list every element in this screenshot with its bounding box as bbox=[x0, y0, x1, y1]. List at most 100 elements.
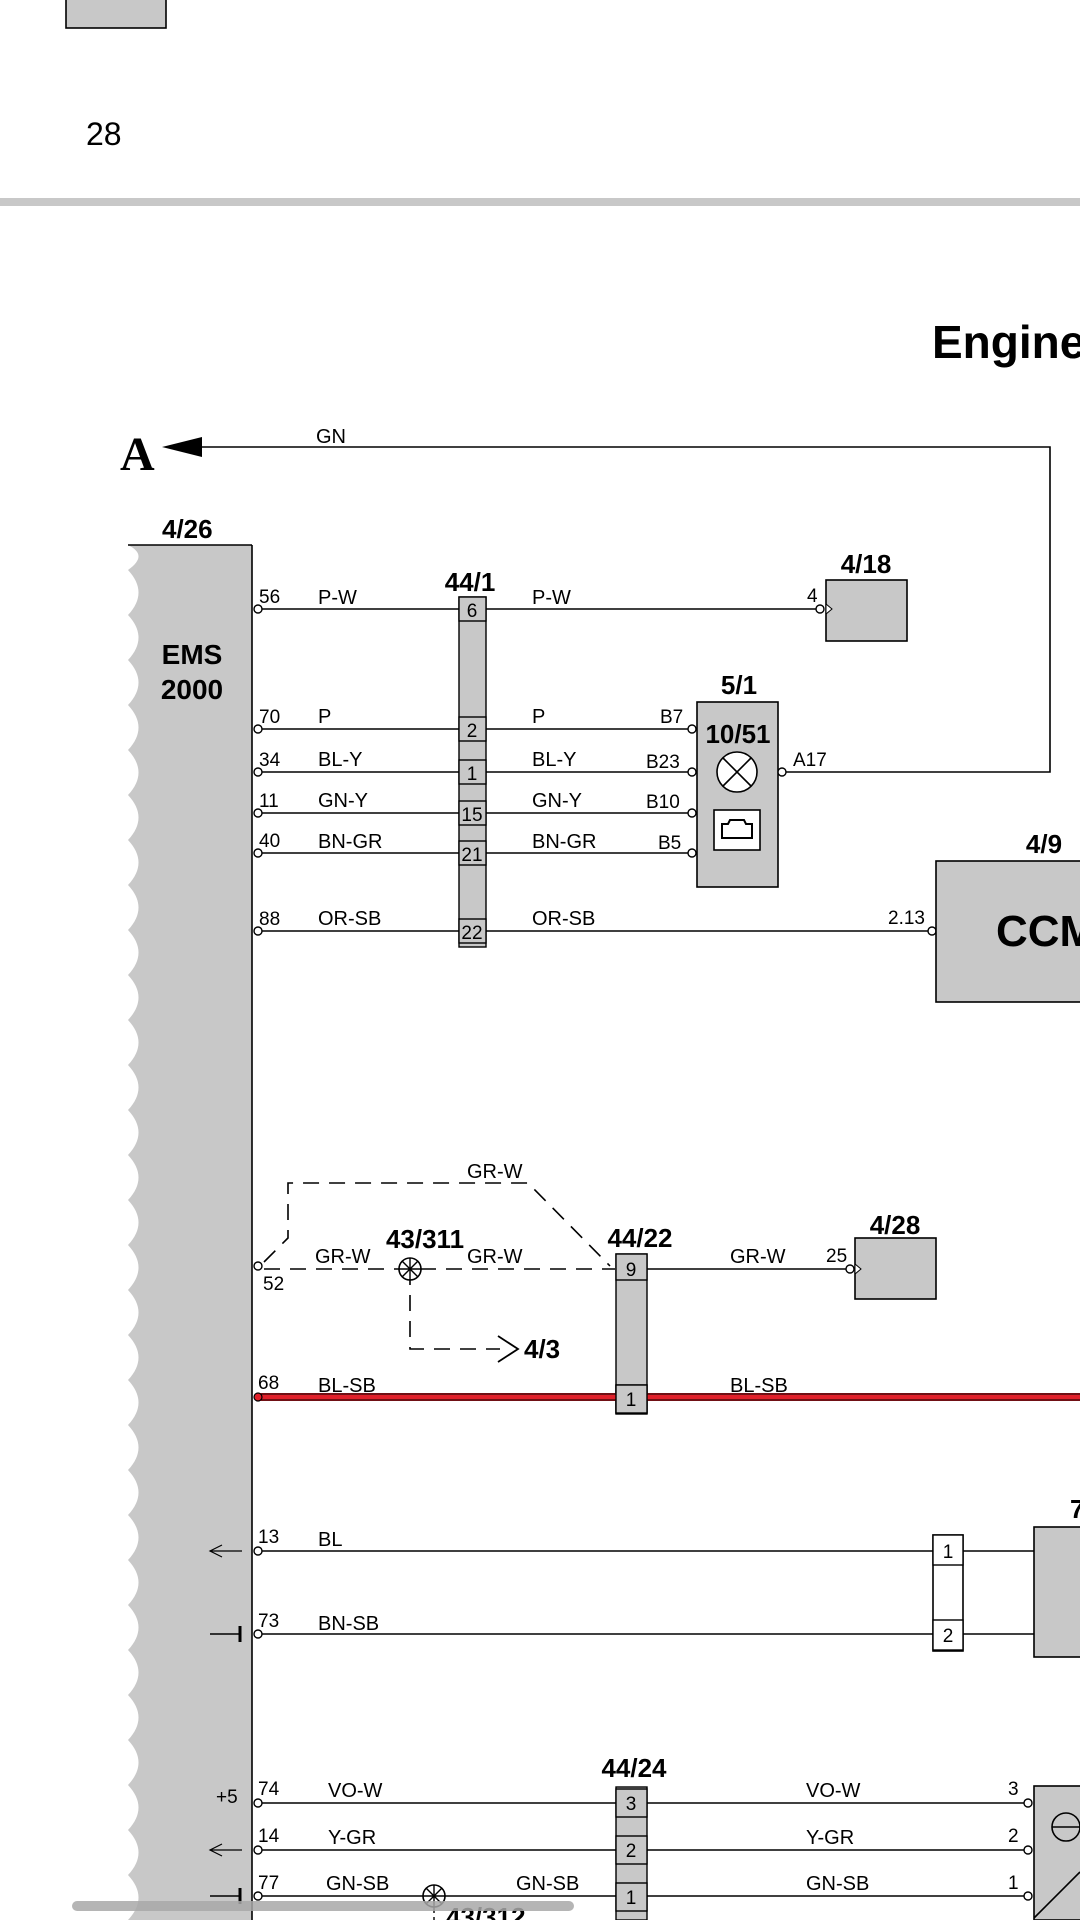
lamp-10-51-id: 10/51 bbox=[705, 719, 770, 749]
svg-text:1: 1 bbox=[467, 764, 478, 785]
wire-label-gn: GN bbox=[316, 426, 346, 448]
connector-44-24-pin-1: 1 bbox=[626, 1888, 637, 1909]
svg-text:11: 11 bbox=[259, 791, 279, 812]
svg-text:88: 88 bbox=[259, 909, 280, 930]
connector-44-22-id: 44/22 bbox=[607, 1223, 672, 1253]
horizontal-scrollbar[interactable] bbox=[72, 1901, 574, 1911]
label-bn-sb: BN-SB bbox=[318, 1613, 379, 1635]
check-engine-icon bbox=[713, 809, 761, 851]
highlighted-wire-bl-sb bbox=[253, 1392, 1080, 1402]
svg-text:40: 40 bbox=[259, 831, 280, 852]
component-5-1-pin-b10: B10 bbox=[646, 792, 680, 813]
ref-a-label: A bbox=[120, 428, 155, 481]
label-gr-w-mid: GR-W bbox=[467, 1246, 523, 1268]
pin-68: 68 bbox=[258, 1373, 279, 1394]
component-4-9-name: CCM bbox=[996, 907, 1080, 956]
label-gn-sb-right: GN-SB bbox=[806, 1873, 869, 1895]
label-y-gr-right: Y-GR bbox=[806, 1827, 854, 1849]
connector-44-1-pins: 6 2 1 15 21 22 bbox=[458, 596, 487, 944]
svg-text:BL-Y: BL-Y bbox=[318, 749, 362, 771]
connector-44-24-pin-2: 2 bbox=[626, 1841, 637, 1862]
svg-text:6: 6 bbox=[467, 601, 478, 622]
component-4-18-id: 4/18 bbox=[841, 549, 892, 579]
splice-43-311-id: 43/311 bbox=[386, 1224, 464, 1254]
label-gn-sb-mid: GN-SB bbox=[516, 1873, 579, 1895]
page-divider bbox=[0, 198, 1080, 206]
svg-text:1: 1 bbox=[626, 1390, 637, 1411]
splice-ref-4-3: 4/3 bbox=[524, 1334, 560, 1364]
pin-13: 13 bbox=[258, 1527, 279, 1548]
label-gn-sb-left: GN-SB bbox=[326, 1873, 389, 1895]
ecu-name-line1: EMS bbox=[162, 639, 223, 670]
pin-52: 52 bbox=[263, 1274, 284, 1295]
connector-44-24-id: 44/24 bbox=[601, 1753, 667, 1783]
svg-text:GN-Y: GN-Y bbox=[532, 790, 582, 812]
component-5-1-pin-b7: B7 bbox=[660, 707, 683, 728]
component-4-9 bbox=[935, 860, 1080, 1003]
component-5-1-pin-a17: A17 bbox=[793, 750, 827, 771]
component-5-1-pin-b5: B5 bbox=[658, 833, 681, 854]
top-wire-group: 56 P-W P-W 70 P P 34 BL-Y BL-Y 11 GN-Y G… bbox=[253, 587, 937, 936]
page-number: 28 bbox=[86, 116, 122, 152]
ecu-body bbox=[128, 545, 252, 1920]
component-4-9-pin: 2.13 bbox=[888, 908, 925, 929]
svg-text:34: 34 bbox=[259, 750, 281, 771]
svg-text:P-W: P-W bbox=[532, 587, 571, 609]
label-bl: BL bbox=[318, 1529, 342, 1551]
splice-43-311-icon bbox=[398, 1257, 422, 1281]
pin-3: 3 bbox=[1008, 1779, 1019, 1800]
component-5-1-pin-b23: B23 bbox=[646, 752, 680, 773]
label-gr-w-right: GR-W bbox=[730, 1246, 786, 1268]
label-gr-w-left: GR-W bbox=[315, 1246, 371, 1268]
label-vo-w-right: VO-W bbox=[806, 1780, 861, 1802]
component-4-28-pin: 25 bbox=[826, 1246, 847, 1267]
component-4-28 bbox=[854, 1237, 937, 1300]
pin-2: 2 bbox=[1008, 1826, 1019, 1847]
svg-text:GN-Y: GN-Y bbox=[318, 790, 368, 812]
component-5-1 bbox=[696, 701, 779, 888]
svg-text:BL-Y: BL-Y bbox=[532, 749, 576, 771]
svg-text:70: 70 bbox=[259, 707, 280, 728]
ecu-name-line2: 2000 bbox=[161, 674, 223, 705]
svg-text:P: P bbox=[532, 706, 545, 728]
pin-14: 14 bbox=[258, 1826, 280, 1847]
svg-text:22: 22 bbox=[461, 923, 482, 944]
page-title: Engine bbox=[932, 316, 1080, 368]
partial-component-top bbox=[65, 0, 167, 29]
pin-74: 74 bbox=[258, 1779, 280, 1800]
gr-w-dashed-wires bbox=[253, 1182, 615, 1363]
svg-text:P-W: P-W bbox=[318, 587, 357, 609]
pin-1: 1 bbox=[1008, 1873, 1019, 1894]
label-vo-w-left: VO-W bbox=[328, 1780, 383, 1802]
svg-text:OR-SB: OR-SB bbox=[318, 908, 381, 930]
component-4-9-id: 4/9 bbox=[1026, 829, 1062, 859]
component-4-28-id: 4/28 bbox=[870, 1210, 921, 1240]
connector-44-24-pin-3: 3 bbox=[626, 1794, 637, 1815]
label-plus5: +5 bbox=[216, 1787, 238, 1808]
svg-text:56: 56 bbox=[259, 587, 280, 608]
svg-text:2: 2 bbox=[467, 721, 478, 742]
label-y-gr-left: Y-GR bbox=[328, 1827, 376, 1849]
arrow-left-icon bbox=[162, 437, 202, 457]
label-bl-sb-right: BL-SB bbox=[730, 1375, 788, 1397]
connector-unnamed-pin-2: 2 bbox=[943, 1626, 954, 1647]
connector-unnamed-pin-1: 1 bbox=[943, 1542, 954, 1563]
connector-44-1-id: 44/1 bbox=[445, 567, 496, 597]
partial-component-7 bbox=[1033, 1526, 1080, 1658]
ecu-id: 4/26 bbox=[162, 514, 213, 544]
wire-gn-loop bbox=[202, 446, 1051, 773]
svg-text:BN-GR: BN-GR bbox=[318, 831, 382, 853]
partial-sensor-component bbox=[1033, 1785, 1080, 1920]
component-5-1-id: 5/1 bbox=[721, 670, 757, 700]
svg-text:21: 21 bbox=[461, 845, 482, 866]
pin-73: 73 bbox=[258, 1611, 279, 1632]
svg-text:BN-GR: BN-GR bbox=[532, 831, 596, 853]
svg-text:OR-SB: OR-SB bbox=[532, 908, 595, 930]
label-bl-sb-left: BL-SB bbox=[318, 1375, 376, 1397]
warning-lamp-icon bbox=[716, 751, 758, 793]
svg-text:15: 15 bbox=[461, 805, 482, 826]
partial-component-7-id: 7 bbox=[1070, 1494, 1080, 1524]
component-4-18 bbox=[825, 579, 908, 642]
pin-77: 77 bbox=[258, 1873, 279, 1894]
